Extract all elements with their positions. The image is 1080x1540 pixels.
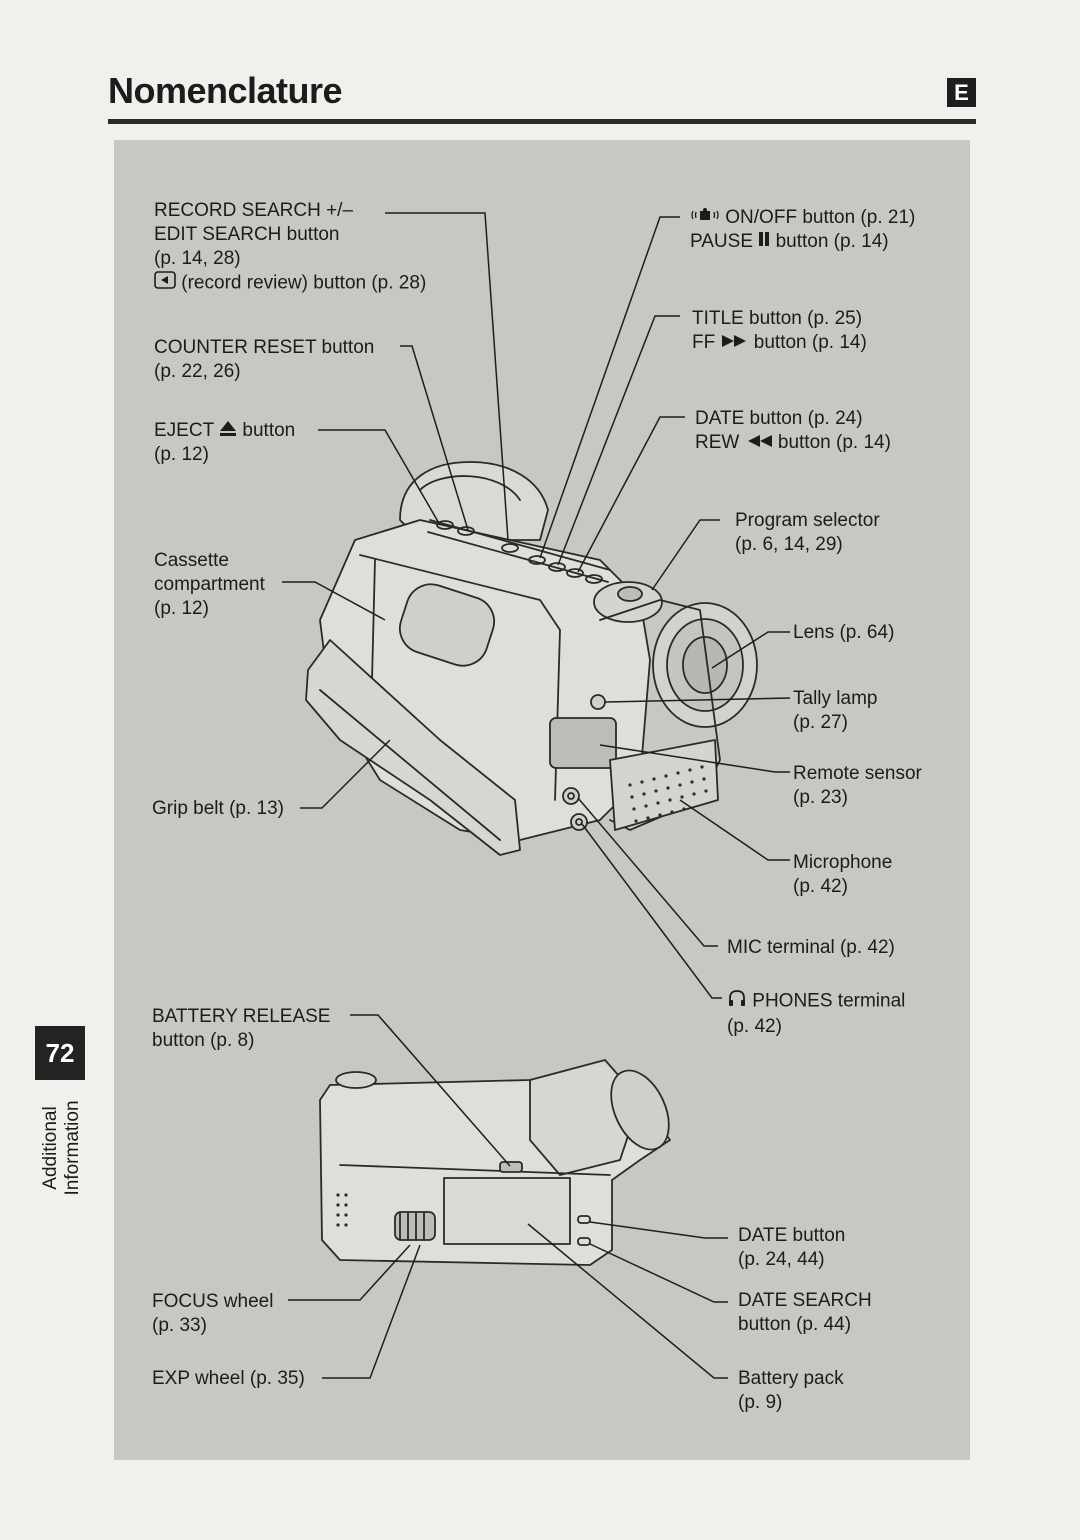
label-battery-release: BATTERY RELEASE button (p. 8)	[152, 1006, 331, 1051]
pause-icon	[758, 230, 770, 254]
label-battery-pack: Battery pack (p. 9)	[738, 1368, 844, 1413]
label-eject: EJECT button (p. 12)	[154, 419, 296, 466]
label-grip-belt: Grip belt (p. 13)	[152, 798, 284, 819]
fast-forward-icon	[721, 331, 749, 355]
rewind-icon	[745, 431, 773, 455]
camera-mode-icon	[690, 206, 720, 230]
eject-icon	[219, 419, 237, 443]
label-remote-sensor: Remote sensor (p. 23)	[793, 763, 922, 808]
leader-lines	[282, 212, 791, 1379]
label-phones-terminal: PHONES terminal (p. 42)	[727, 988, 905, 1039]
label-mic-terminal: MIC terminal (p. 42)	[727, 937, 895, 958]
label-date-rew: DATE button (p. 24) REW button (p. 14)	[695, 408, 891, 455]
label-exp-wheel: EXP wheel (p. 35)	[152, 1368, 305, 1389]
label-record-search: RECORD SEARCH +/– EDIT SEARCH button (p.…	[154, 199, 426, 296]
label-tally-lamp: Tally lamp (p. 27)	[793, 688, 878, 733]
label-program-selector: Program selector (p. 6, 14, 29)	[735, 510, 880, 555]
label-lens: Lens (p. 64)	[793, 622, 895, 643]
label-date-search: DATE SEARCH button (p. 44)	[738, 1290, 872, 1335]
label-focus-wheel: FOCUS wheel (p. 33)	[152, 1291, 274, 1336]
label-title-ff: TITLE button (p. 25) FF button (p. 14)	[692, 308, 867, 355]
label-date-button: DATE button (p. 24, 44)	[738, 1225, 846, 1270]
camcorder-side-view	[319, 1059, 671, 1266]
label-counter-reset: COUNTER RESET button (p. 22, 26)	[154, 337, 375, 382]
headphones-icon	[727, 988, 747, 1015]
page-number: 72	[35, 1026, 85, 1080]
page-title: Nomenclature	[108, 70, 343, 111]
record-review-icon	[154, 271, 176, 296]
label-microphone: Microphone (p. 42)	[793, 852, 893, 897]
label-cassette-compartment: Cassette compartment (p. 12)	[154, 550, 265, 619]
title-rule	[108, 119, 976, 124]
camcorder-top-view	[305, 461, 758, 856]
label-on-off: ON/OFF button (p. 21) PAUSE button (p. 1…	[690, 206, 916, 254]
language-badge: E	[947, 78, 976, 107]
